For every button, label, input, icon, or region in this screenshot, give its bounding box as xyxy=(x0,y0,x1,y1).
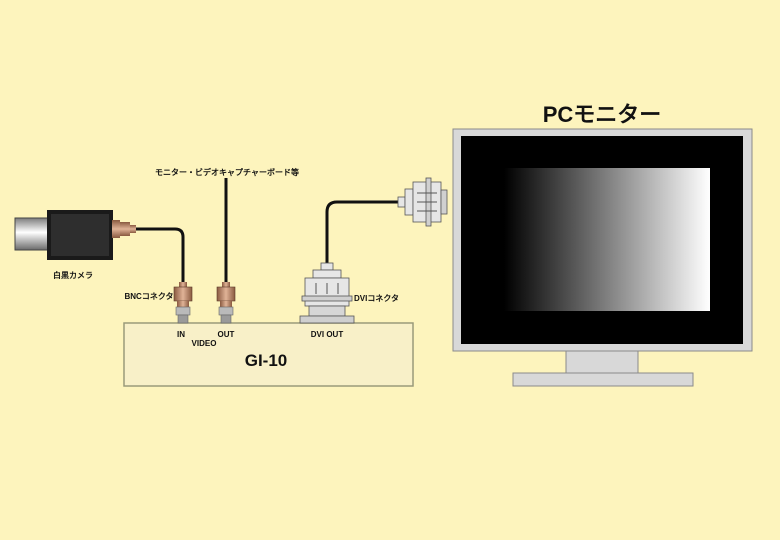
dvi-connector-vertical: DVIコネクタ xyxy=(299,262,399,324)
dvi-connector-horizontal xyxy=(397,177,448,227)
gi10-device: GI-10 IN VIDEO OUT DVI OUT xyxy=(123,322,414,387)
bnc-connector-in xyxy=(173,282,193,324)
dvi-cable xyxy=(325,200,405,263)
port-out-label: OUT xyxy=(218,330,235,339)
device-label: GI-10 xyxy=(245,351,288,370)
video-label: VIDEO xyxy=(192,339,217,348)
cables xyxy=(136,178,405,282)
camera-label: 白黒カメラ xyxy=(53,270,93,280)
screen-gradient xyxy=(504,168,710,311)
camera-bnc-cable xyxy=(136,227,185,282)
bnc-connector-label: BNCコネクタ xyxy=(124,291,173,301)
monitor-title: PCモニター xyxy=(543,102,662,127)
monitor-base xyxy=(512,372,694,387)
dvi-out-label: DVI OUT xyxy=(311,330,344,339)
port-in-label: IN xyxy=(177,330,185,339)
pc-monitor: PCモニター xyxy=(452,102,753,387)
monitor-neck xyxy=(565,350,639,374)
camera: 白黒カメラ xyxy=(14,210,136,280)
dvi-connector-label: DVIコネクタ xyxy=(354,293,399,303)
capture-board-label: モニター・ビデオキャプチャーボード等 xyxy=(155,167,299,177)
bnc-connector-out xyxy=(216,282,236,324)
